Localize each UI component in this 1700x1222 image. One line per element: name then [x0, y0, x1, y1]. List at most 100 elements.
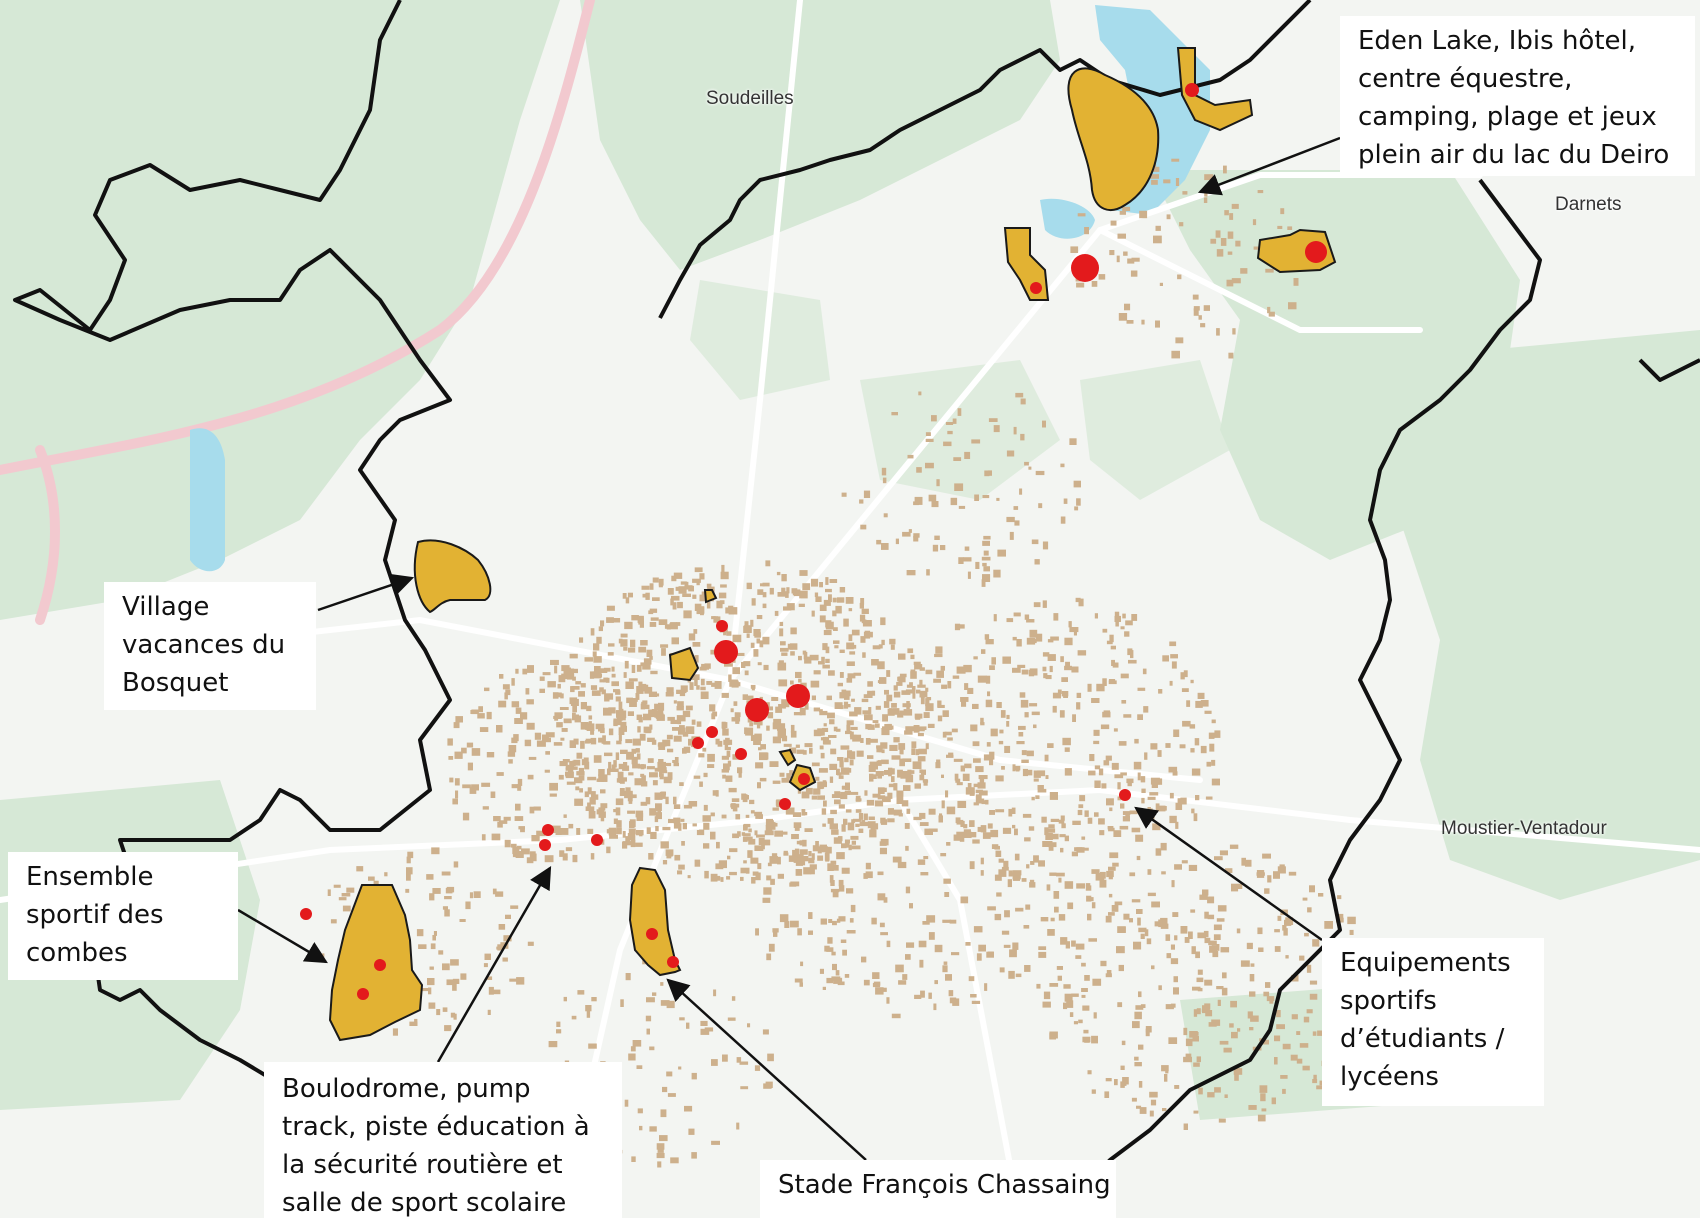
building [1052, 705, 1057, 713]
building [619, 778, 625, 784]
callout-line: centre équestre, [1358, 64, 1573, 94]
building [1262, 1039, 1269, 1045]
building [1309, 993, 1318, 1000]
building [1085, 885, 1092, 891]
building [727, 1017, 736, 1021]
building [658, 619, 668, 625]
building [1116, 946, 1125, 954]
building [515, 707, 522, 714]
building [765, 560, 771, 567]
building [649, 656, 653, 660]
building [1075, 955, 1082, 959]
building [1058, 819, 1065, 824]
building [574, 714, 579, 720]
building [666, 1000, 675, 1009]
building [1337, 895, 1342, 900]
building [825, 577, 829, 585]
building [622, 831, 626, 838]
building [588, 715, 593, 720]
building [660, 644, 669, 648]
building [833, 726, 838, 732]
building [970, 994, 977, 998]
building [1296, 1058, 1303, 1064]
building [738, 770, 742, 778]
building [1123, 913, 1130, 920]
building [486, 711, 492, 720]
building [954, 483, 964, 491]
building [1045, 675, 1052, 680]
building [838, 879, 844, 887]
building [1050, 833, 1059, 840]
building [1133, 941, 1142, 950]
building [748, 838, 756, 845]
place-label-darnets: Darnets [1555, 194, 1622, 215]
building [979, 778, 985, 783]
building [985, 639, 994, 645]
building [646, 1028, 650, 1035]
building [1291, 974, 1299, 982]
building [968, 976, 975, 982]
building [1093, 1012, 1097, 1019]
building [767, 1053, 774, 1062]
building [802, 583, 811, 591]
building [622, 842, 628, 849]
building [720, 584, 727, 588]
building [677, 719, 682, 725]
building [790, 881, 800, 887]
building [737, 767, 743, 774]
building [1114, 615, 1121, 622]
building [944, 731, 952, 736]
building [746, 633, 750, 638]
building [1182, 720, 1191, 727]
building [660, 841, 669, 849]
building [838, 775, 844, 779]
building [874, 823, 879, 830]
building [1277, 915, 1282, 921]
building [830, 865, 839, 871]
building [1131, 827, 1141, 833]
building [511, 678, 515, 686]
building [1105, 973, 1112, 978]
building [956, 782, 963, 786]
building [744, 621, 749, 629]
building [790, 680, 794, 685]
building [661, 648, 666, 656]
building [678, 586, 687, 594]
building [781, 735, 788, 742]
lake-west [190, 428, 225, 572]
building [570, 686, 575, 693]
building [808, 851, 812, 857]
building [801, 791, 810, 799]
building [1115, 619, 1119, 627]
building [937, 715, 943, 722]
building [1117, 926, 1126, 933]
building [829, 719, 835, 725]
building [918, 391, 922, 396]
building [688, 801, 698, 807]
building [529, 806, 535, 814]
building [939, 813, 943, 821]
building [1160, 806, 1167, 811]
building [600, 803, 608, 809]
building [373, 880, 379, 888]
building [811, 695, 816, 701]
building [983, 566, 990, 572]
building [1170, 654, 1178, 659]
building [338, 897, 347, 901]
building [727, 746, 731, 751]
building [563, 996, 567, 1002]
building [1223, 1047, 1232, 1053]
building [1071, 940, 1076, 947]
building [473, 891, 481, 898]
building [1061, 823, 1066, 829]
building [1173, 729, 1180, 737]
building [840, 767, 850, 775]
callout-line: Eden Lake, Ibis hôtel, [1358, 26, 1637, 56]
building [882, 714, 888, 722]
building [1117, 233, 1126, 239]
building [1127, 648, 1133, 656]
building [1211, 778, 1220, 786]
facility-point [779, 798, 791, 810]
